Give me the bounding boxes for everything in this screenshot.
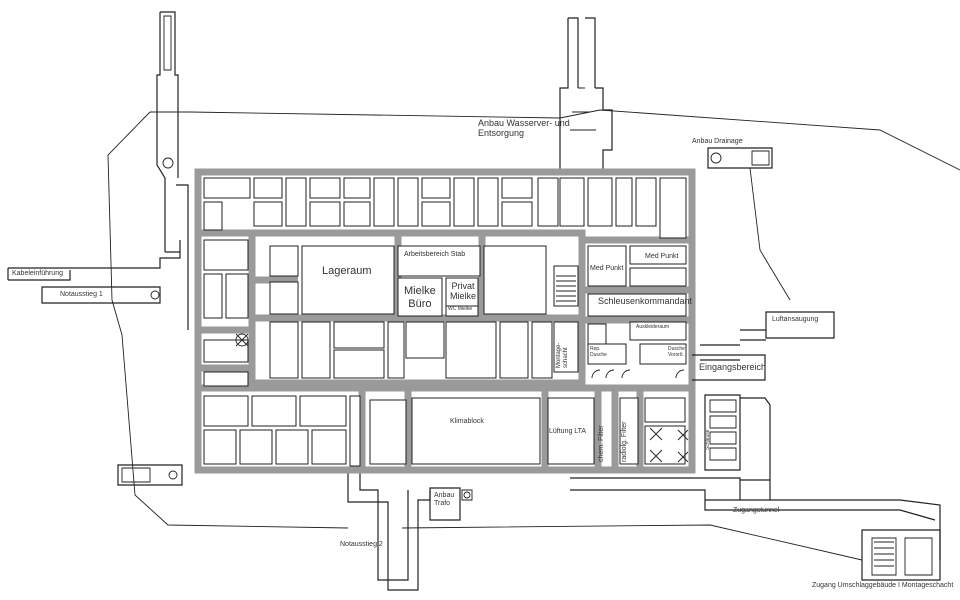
tunnels bbox=[7, 11, 941, 591]
label-schleuse: Schleuse bbox=[705, 429, 711, 450]
rooms-right bbox=[587, 245, 766, 381]
label-anbau-trafo: Anbau Trafo bbox=[434, 492, 455, 508]
label-med-punkt-2: Med Punkt bbox=[645, 253, 679, 260]
rooms-bottom bbox=[203, 395, 689, 467]
main-building bbox=[194, 168, 696, 474]
label-montageschacht: Montage- schacht bbox=[556, 342, 569, 368]
label-chem-filter: chem. Filter bbox=[598, 425, 605, 462]
label-notausstieg-2: Notausstieg 2 bbox=[340, 541, 383, 548]
label-kabeleinfuehrung: Kabeleinführung bbox=[12, 270, 63, 277]
label-zugang-umschlag: Zugang Umschlaggebäude I Montageschacht bbox=[812, 582, 954, 589]
rooms-top-row bbox=[203, 177, 687, 239]
label-eingangsbereich: Eingangsbereich bbox=[699, 362, 767, 372]
site-boundary bbox=[107, 109, 960, 561]
label-schleusenkommandant: Schleusenkommandant bbox=[598, 296, 693, 306]
label-lueftung-lta: Lüftung LTA bbox=[549, 428, 587, 435]
label-mielke-buero: Mielke Büro bbox=[404, 285, 436, 310]
label-anbau-wasser: Anbau Wasserver- und Entsorgung bbox=[478, 118, 570, 139]
label-luftansaugung: Luftansaugung bbox=[772, 316, 819, 323]
label-notausstieg-1: Notausstieg 1 bbox=[60, 291, 103, 298]
label-zugangstunnel: Zugangstunnel bbox=[733, 507, 780, 514]
label-radiolog-filter: radiolg. Filter bbox=[621, 421, 628, 462]
stairs-center bbox=[556, 275, 576, 302]
label-privat-mielke: Privat Mielke bbox=[450, 281, 477, 302]
label-arbeitsbereich-stab: Arbeitsbereich Stab bbox=[404, 251, 466, 258]
label-dusche-2: Dusche Vorortl. bbox=[668, 346, 685, 358]
label-dusche-1: Rep. Dusche bbox=[590, 346, 607, 358]
rooms-center bbox=[269, 245, 579, 379]
label-med-punkt-1: Med Punkt bbox=[590, 265, 624, 272]
label-anbau-drainage: Anbau Drainage bbox=[692, 138, 743, 145]
label-klimablock: Klimablock bbox=[450, 418, 484, 425]
rooms-left bbox=[203, 239, 249, 387]
label-lageraum: Lageraum bbox=[322, 265, 372, 277]
label-wc-mielke: WC Mielke bbox=[448, 306, 473, 312]
stairs-zugang bbox=[874, 541, 894, 567]
label-auskleideraum: Auskleideraum bbox=[636, 324, 670, 330]
